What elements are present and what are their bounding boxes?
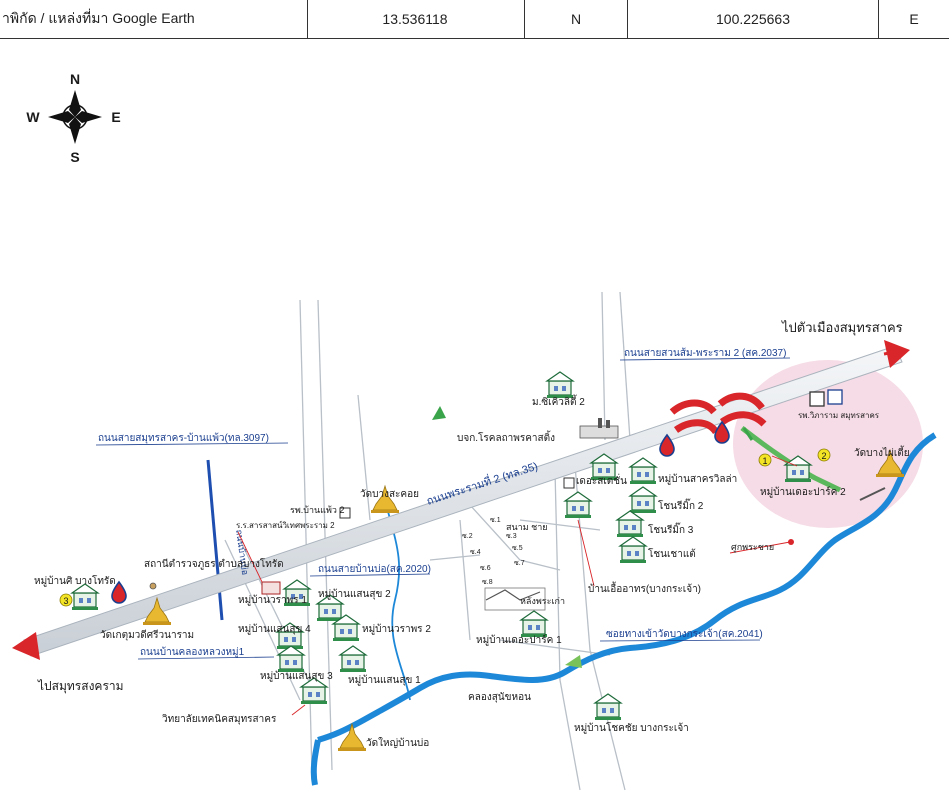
- label-wat-ket: วัดเกตุมวดีศรีวนาราม: [100, 629, 194, 641]
- coordinate-header: าพิกัด / แหล่งที่มา Google Earth 13.5361…: [0, 0, 950, 40]
- label-ban-uea-arthorn: บ้านเอื้ออาทร(บางกระเจ้า): [588, 581, 701, 595]
- label-technical-college: วิทยาลัยเทคนิคสมุทรสาคร: [162, 714, 277, 725]
- road-wat-bang-krachao: ซอยทางเข้าวัดบางกระเจ้า(สค.2041): [606, 628, 763, 640]
- marker-3-label: 3: [63, 596, 68, 606]
- soi-7: ซ.7: [514, 560, 525, 567]
- label-krachao-line: ศูกพระชาย: [731, 542, 774, 553]
- road-ban-bo: ถนนสายบ้านบ่อ(สค.2020): [318, 563, 431, 575]
- leader-lines: [237, 455, 798, 716]
- soi-6: ซ.6: [480, 565, 491, 572]
- marker-red-dot: [788, 539, 794, 545]
- compass-n: N: [70, 71, 80, 87]
- map-icons: [71, 371, 905, 752]
- label-the-station: เดอะสเตชั่น: [576, 473, 627, 487]
- school-icon: [261, 581, 281, 595]
- label-chok-chai: หมู่บ้านโชคชัย บางกระเจ้า: [574, 721, 689, 734]
- gas-station-icon: [714, 421, 730, 444]
- label-ban-bo-village: หมู่บ้านศิ บางโทรัด: [34, 574, 116, 587]
- soi-2: ซ.2: [462, 533, 473, 540]
- label-sport: สนาม ชาย: [506, 522, 548, 532]
- road-suan-som: ถนนสายสวนส้ม-พระราม 2 (สค.2037): [624, 347, 786, 359]
- soi-labels: ซ.1 ซ.2 ซ.3 ซ.4 ซ.5 ซ.6 ซ.7 ซ.8: [462, 517, 525, 586]
- label-wat-bang-nai-toei: วัดบางไผ่เตี้ย: [854, 445, 910, 459]
- compass-rose: N S W E: [26, 71, 120, 165]
- label-city-villa: ม.ซิเคิวลิตี้ 2: [532, 394, 585, 408]
- label-the-park-2: หมู่บ้านเดอะปาร์ค 2: [760, 486, 846, 498]
- label-hospital: รพ.วิภาราม สมุทรสาคร: [798, 411, 880, 420]
- label-wat-yai-ban-bo: วัดใหญ่บ้านบ่อ: [366, 737, 429, 749]
- soi-1: ซ.1: [490, 517, 501, 524]
- label-phra-kaew: หลังพระเก่า: [520, 596, 565, 606]
- label-police: สถานีตำรวจภูธร ตำบลบางโทรัด: [144, 557, 284, 570]
- label-sabai-3: หมู่บ้านแสนสุข 3: [260, 670, 333, 682]
- label-the-park-1: หมู่บ้านเดอะปาร์ค 1: [476, 634, 562, 646]
- latitude-cell: 13.536118: [306, 0, 525, 39]
- label-sabai-4: หมู่บ้านแสนสุข 4: [238, 623, 311, 635]
- source-cell: าพิกัด / แหล่งที่มา Google Earth: [0, 0, 308, 39]
- marker-2-label: 2: [821, 451, 826, 461]
- label-wat-bang-kaew: วัดบางสะคอย: [360, 489, 419, 500]
- minor-roads: [224, 291, 631, 791]
- label-school: ร.ร.สารสาสน์วิเทศพระราม 2: [236, 520, 335, 530]
- soi-8: ซ.8: [482, 579, 493, 586]
- compass-w: W: [26, 109, 40, 125]
- label-canal: คลองสุนัขหอน: [468, 692, 531, 703]
- label-chai-ramit-3: โชนรีมิ๊ก 3: [648, 522, 694, 536]
- hospital-icon: [827, 389, 843, 405]
- river-branch: [310, 739, 321, 786]
- direction-to-city: ไปตัวเมืองสมุทรสาคร: [781, 320, 903, 336]
- tree-icon: [432, 406, 446, 420]
- direction-to-songkhram: ไปสมุทรสงคราม: [37, 679, 124, 694]
- lon-dir-cell: E: [879, 0, 949, 39]
- label-sabai-1: หมู่บ้านแสนสุข 1: [348, 674, 421, 686]
- longitude-cell: 100.225663: [628, 0, 879, 39]
- compass-s: S: [70, 149, 79, 165]
- house-icon: [546, 371, 574, 399]
- soi-4: ซ.4: [470, 549, 481, 556]
- lat-dir-cell: N: [525, 0, 628, 39]
- label-sakhon-villa: หมู่บ้านสาครวิลล่า: [658, 473, 737, 485]
- label-wara-2: หมู่บ้านวราพร 2: [362, 623, 431, 635]
- police-icon: [149, 582, 157, 590]
- longitude-value: 100.225663: [716, 11, 790, 27]
- arrow-east: [884, 340, 910, 368]
- interchange: [669, 399, 719, 435]
- source-label: าพิกัด / แหล่งที่มา Google Earth: [2, 10, 195, 26]
- label-wara-1: หมู่บ้านวราพร 1: [238, 594, 307, 606]
- marker-1[interactable]: [758, 453, 772, 467]
- soi-5: ซ.5: [512, 545, 523, 552]
- road-khlong-luang: ถนนบ้านคลองหลวงหมู่1: [140, 646, 245, 658]
- label-health-hospital: รพ.บ้านแพ้ว 2: [290, 505, 344, 515]
- label-chai-chao-tae: โชนเชาแต้: [648, 547, 696, 560]
- longitude-direction: E: [909, 11, 919, 27]
- label-chai-ramit-2: โชนรีมิ๊ก 2: [658, 498, 704, 512]
- latitude-value: 13.536118: [382, 11, 448, 27]
- green-strip: [740, 426, 842, 493]
- road-samut-sakhon-ban-phaeo: ถนนสายสมุทรสาคร-บ้านแพ้ว(ทล.3097): [98, 432, 269, 444]
- market-icon: [485, 589, 541, 601]
- river: [317, 432, 937, 743]
- marker-1-label: 1: [762, 456, 767, 466]
- marker-2[interactable]: [817, 448, 831, 462]
- compass-e: E: [111, 109, 120, 125]
- marker-3[interactable]: [59, 593, 73, 607]
- place-labels: ม.ซิเคิวลิตี้ 2 บจก.โรคลถาพรคาสติ้ง รพ.ว…: [34, 394, 910, 749]
- clinic-icon: [339, 507, 351, 519]
- label-cold-storage: บจก.โรคลถาพรคาสติ้ง: [457, 430, 555, 444]
- canal-west: [206, 459, 224, 621]
- soi-3: ซ.3: [506, 533, 517, 540]
- label-sabai-2: หมู่บ้านแสนสุข 2: [318, 588, 391, 600]
- latitude-direction: N: [570, 11, 582, 27]
